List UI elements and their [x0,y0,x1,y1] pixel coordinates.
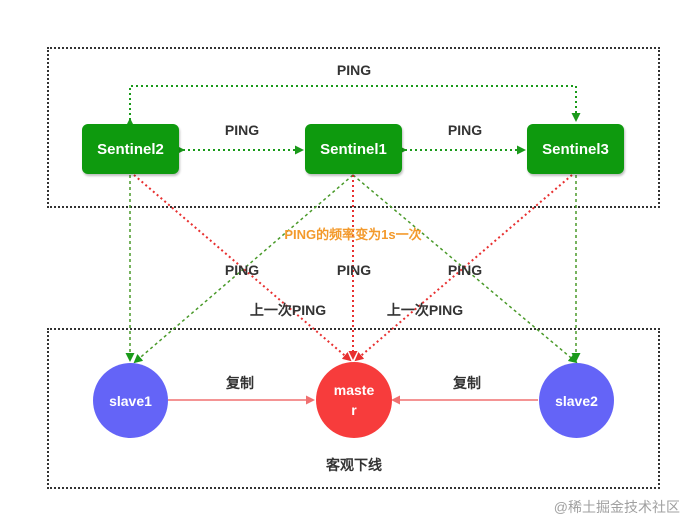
sentinel1-node: Sentinel1 [305,124,402,174]
ping-slave-arrows [125,174,581,364]
replicate-right-label: 复制 [453,375,481,391]
ping-1-3-label: PING [447,122,483,138]
sentinel2-node: Sentinel2 [82,124,179,174]
sentinel1-label: Sentinel1 [320,140,387,158]
ping-left-label: PING [224,262,260,278]
slave2-label: slave2 [555,392,598,409]
last-ping-right-label: 上一次PING [386,302,464,318]
sentinel2-label: Sentinel2 [97,140,164,158]
slave1-node: slave1 [93,363,168,438]
replicate-left-label: 复制 [226,375,254,391]
ping-mid-label: PING [336,262,372,278]
slave1-label: slave1 [109,392,152,409]
ping-right-label: PING [447,262,483,278]
objectively-down-label: 客观下线 [326,457,382,473]
slave2-node: slave2 [539,363,614,438]
watermark-text: @稀土掘金技术社区 [553,499,680,515]
ping-2-1-label: PING [224,122,260,138]
frequency-change-label: PING的频率变为1s一次 [284,227,422,242]
sentinel3-label: Sentinel3 [542,140,609,158]
ping-top-arrow [125,85,581,127]
sentinel3-node: Sentinel3 [527,124,624,174]
ping-top-label: PING [336,62,372,78]
last-ping-left-label: 上一次PING [249,302,327,318]
data-node-group-box [47,328,660,489]
ping-master-arrows [133,174,573,362]
